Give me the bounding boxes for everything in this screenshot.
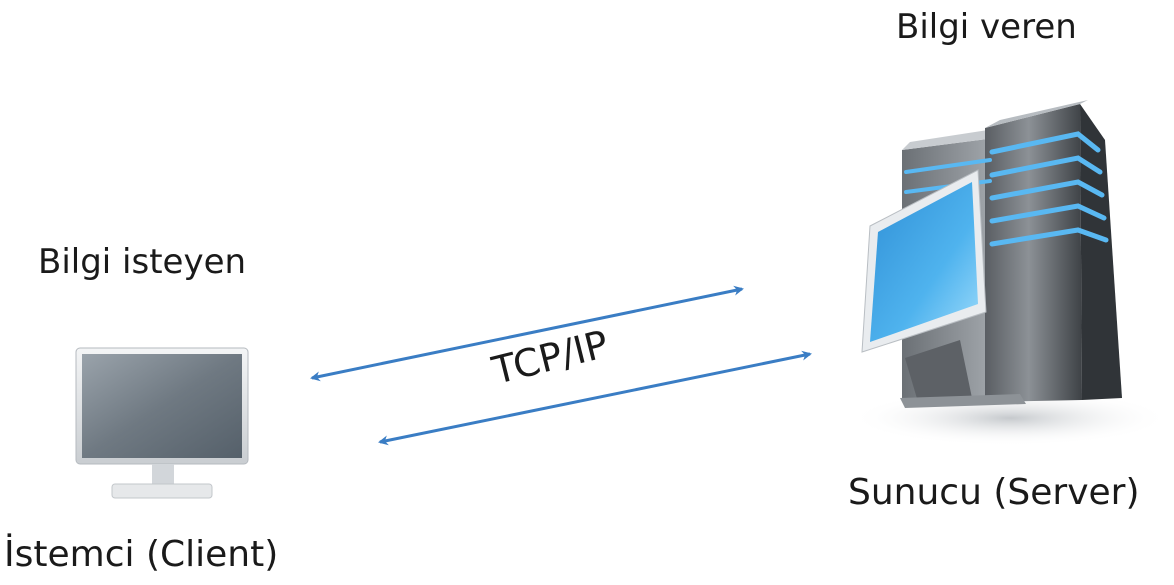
monitor-icon xyxy=(75,347,249,499)
server-role-label: Bilgi veren xyxy=(896,7,1077,47)
client-role-label: Bilgi isteyen xyxy=(38,242,247,282)
response-arrow xyxy=(378,350,812,446)
server-tower-icon xyxy=(850,100,1170,446)
server-name-label: Sunucu (Server) xyxy=(848,472,1140,513)
client-name-label: İstemci (Client) xyxy=(4,534,279,575)
